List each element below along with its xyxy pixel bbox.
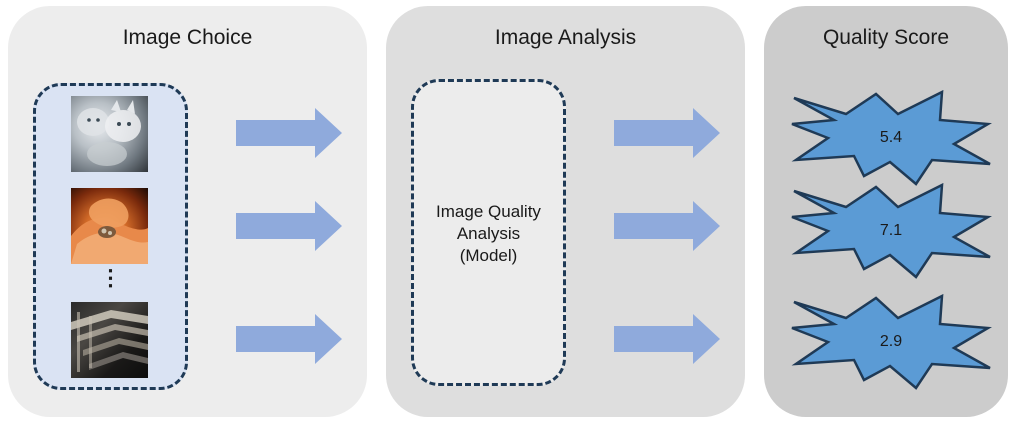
score-value: 7.1 xyxy=(879,222,903,239)
arrow-right-icon xyxy=(236,314,342,364)
arrow-right-icon xyxy=(614,108,720,158)
image-choice-panel: Image Choice xyxy=(8,6,367,417)
image-analysis-title: Image Analysis xyxy=(494,26,637,49)
quality-score-panel: Quality Score 5.4 7.1 2.9 xyxy=(764,6,1008,417)
arrow-right-icon xyxy=(614,314,720,364)
more-images-ellipsis: ⋮ xyxy=(99,265,122,290)
stairs-photo-thumbnail xyxy=(71,302,148,378)
burst-shape-icon xyxy=(791,89,993,186)
score-value: 5.4 xyxy=(879,129,903,146)
score-burst: 7.1 xyxy=(790,182,993,279)
image-list-box: ⋮ xyxy=(33,83,188,390)
arrow-right-icon xyxy=(236,108,342,158)
cats-photo-thumbnail xyxy=(71,96,148,172)
arrow-right-icon xyxy=(614,201,720,251)
model-label-line-1: Image Quality xyxy=(436,202,541,221)
burst-shape-icon xyxy=(791,182,993,279)
model-box: Image Quality Analysis (Model) xyxy=(411,79,566,386)
score-burst: 5.4 xyxy=(790,89,993,186)
model-label: Image Quality Analysis (Model) xyxy=(414,201,563,267)
score-value: 2.9 xyxy=(879,333,903,350)
hand-photo-thumbnail xyxy=(71,188,148,264)
quality-score-title: Quality Score xyxy=(822,26,950,49)
model-label-line-2: Analysis xyxy=(456,224,521,243)
arrow-right-icon xyxy=(236,201,342,251)
image-analysis-panel: Image Analysis Image Quality Analysis (M… xyxy=(386,6,745,417)
model-label-line-3: (Model) xyxy=(459,246,518,265)
score-burst: 2.9 xyxy=(790,293,993,390)
image-choice-title: Image Choice xyxy=(122,26,253,49)
burst-shape-icon xyxy=(791,293,993,390)
